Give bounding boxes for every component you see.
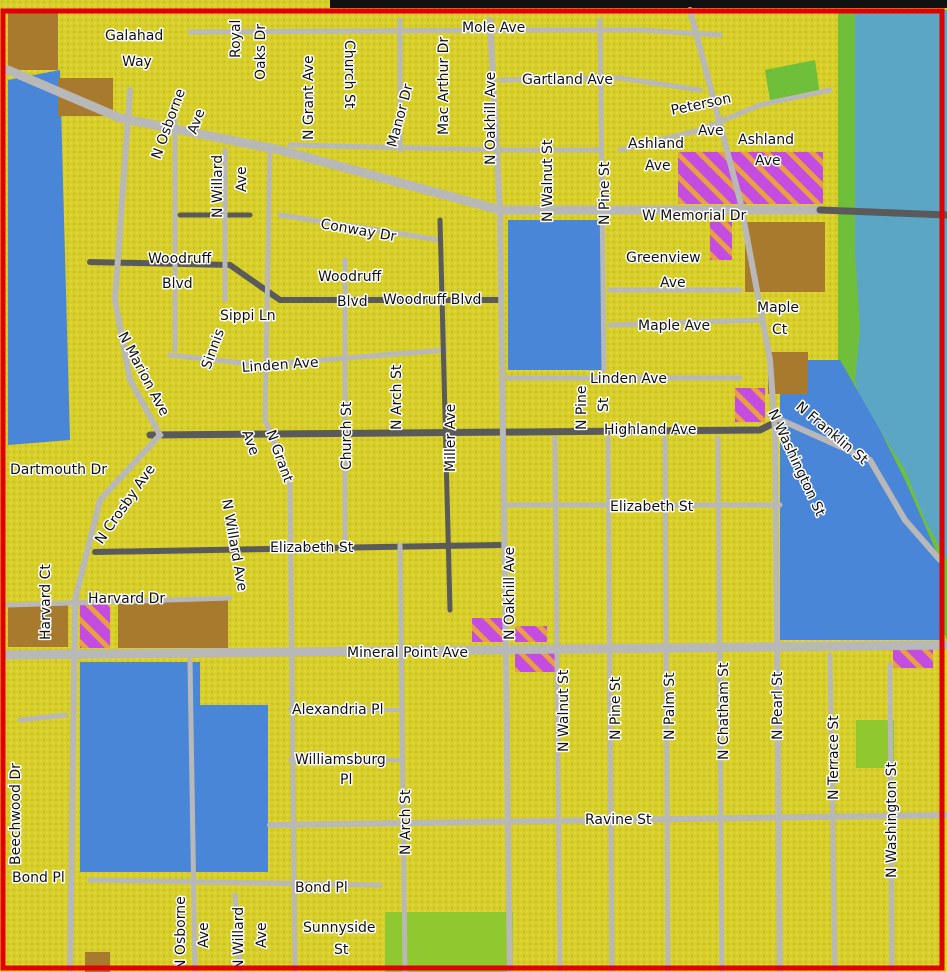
street-label-pl-williamsburg: Pl [340,772,352,788]
street-label-elizabeth-st-1: Elizabeth St [270,540,354,556]
street-label-elizabeth-st-2: Elizabeth St [610,499,694,515]
street-label-woodruff-2: Woodruff [318,269,382,285]
street-label-mac-arthur-dr: Mac Arthur Dr [436,37,452,135]
commercial-zone-harvard-w [8,605,68,647]
street-label-ave-osborne-bottom: Ave [196,922,212,948]
commercial-zone-nw [8,10,58,70]
street-label-n-chatham-st: N Chatham St [716,662,732,760]
institutional-zone-school [80,662,268,872]
street-label-n-walnut-st-top: N Walnut St [540,139,556,222]
outside-frame-strip [330,0,947,8]
map-frame [0,8,945,971]
street-label-ave-greenview: Ave [660,275,686,291]
street-label-bond-pl-1: Bond Pl [12,870,65,886]
street-label-alexandria-pl: Alexandria Pl [292,702,383,718]
street-label-w-memorial-dr: W Memorial Dr [642,208,747,224]
commercial-zone-harvard-e [118,598,228,648]
street-label-miller-ave: Miller Ave [443,404,459,472]
street-label-bond-pl-2: Bond Pl [295,880,348,896]
street-label-harvard-dr: Harvard Dr [88,591,165,607]
street-label-ravine-st: Ravine St [585,812,652,828]
street-label-royal: Royal [228,20,244,58]
street-label-dartmouth-dr: Dartmouth Dr [10,462,107,478]
mixed-zone-ashland [678,152,823,204]
street-label-ave-ashland-1: Ave [645,158,671,174]
street-label-n-palm-st: N Palm St [662,672,678,740]
institutional-zone-oakhill [508,220,604,370]
street-label-n-willard: N Willard [210,155,226,218]
street-label-n-arch-st-top: N Arch St [389,364,405,430]
street-label-woodruff-blvd: Woodruff Blvd [383,292,481,308]
street-label-ct-maple: Ct [772,322,788,338]
institutional-zone-west [8,70,70,445]
street-label-highland-ave: Highland Ave [604,422,697,438]
street-label-gartland-ave: Gartland Ave [522,72,613,88]
street-label-st-pine: St [596,397,612,412]
street-label-st-sunnyside: St [334,942,349,958]
street-label-galahad: Galahad [105,28,163,44]
street-label-maple: Maple [757,300,799,316]
street-label-ashland-1: Ashland [628,136,684,152]
street-label-blvd-2: Blvd [337,294,368,310]
street-label-n-pearl-st: N Pearl St [770,671,786,740]
street-label-maple-ave: Maple Ave [638,318,710,334]
street-label-ashland-2: Ashland [738,132,794,148]
street-label-sunnyside: Sunnyside [303,920,375,936]
mixed-zone-oakhill-2 [515,626,547,642]
street-label-n-oakhill-ave-top: N Oakhill Ave [483,72,499,165]
street-label-n-walnut-st: N Walnut St [556,669,572,752]
street-label-ave-peterson: Ave [698,123,724,139]
mixed-zone-washington [893,648,933,668]
street-label-ave-willard-bottom: Ave [254,922,270,948]
street-label-ave-ashland-2: Ave [755,153,781,169]
street-label-greenview: Greenview [626,250,701,266]
green-strip-top [765,60,820,100]
street-label-mineral-point-ave: Mineral Point Ave [347,645,468,661]
street-label-oaks-dr: Oaks Dr [253,24,269,80]
street-label-n-pine: N Pine [574,386,590,430]
street-label-n-grant-ave-top: N Grant Ave [301,55,317,140]
street-label-beechwood-dr: Beechwood Dr [8,763,24,865]
mixed-zone-highland [735,388,765,422]
street-label-church-st: Church St [339,401,355,470]
street-label-williamsburg: Williamsburg [295,752,386,768]
street-label-n-terrace-st: N Terrace St [826,715,842,800]
street-label-way: Way [122,54,152,70]
street-label-n-washington-st: N Washington St [884,761,900,878]
street-label-n-pine-st: N Pine St [608,676,624,740]
street-label-mole-ave: Mole Ave [462,20,525,36]
street-label-church-st-top: Church St [341,40,357,109]
mixed-zone-harvard [80,600,110,648]
street-label-harvard-ct: Harvard Ct [38,564,54,640]
street-label-n-arch-st: N Arch St [398,789,414,855]
river-water [855,10,947,560]
road-network [3,7,947,972]
street-label-n-osborne-bottom: N Osborne [173,896,189,970]
institutional-zone-franklin [780,360,940,640]
street-label-n-willard-bottom: N Willard [231,907,247,970]
mixed-zone-greenview [710,222,732,260]
commercial-zone-memorial [745,222,825,292]
street-label-linden-ave-2: Linden Ave [590,371,667,387]
street-label-sippi-ln: Sippi Ln [220,308,276,324]
mixed-zone-oakhill-3 [515,652,555,672]
street-label-blvd-1: Blvd [162,276,193,292]
street-label-ave-willard: Ave [234,166,250,192]
street-label-n-pine-st-top: N Pine St [597,161,613,225]
street-label-woodruff-1: Woodruff [148,251,212,267]
street-label-n-oakhill-ave: N Oakhill Ave [502,547,518,640]
park-zone-terrace [856,720,894,768]
mixed-zone-oakhill-1 [472,618,508,642]
